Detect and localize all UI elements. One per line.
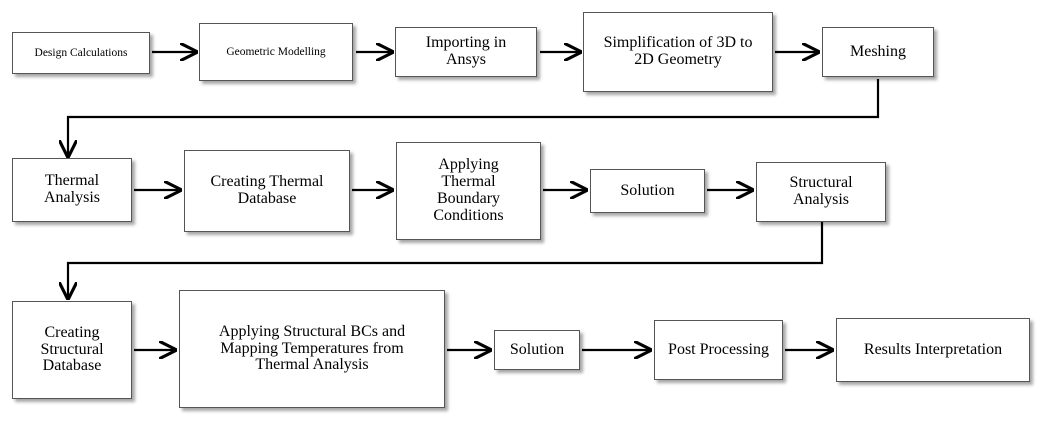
step-creating-structural-database: Creating Structural Database bbox=[12, 301, 132, 399]
arrow-meshing-to-thermal-analysis bbox=[68, 79, 880, 156]
step-solution-structural: Solution bbox=[494, 330, 580, 370]
step-label: Applying Structural BCs and Mapping Temp… bbox=[218, 322, 406, 374]
step-label: Solution bbox=[509, 340, 565, 358]
step-label: Meshing bbox=[850, 42, 906, 60]
step-label: Results Interpretation bbox=[863, 340, 1003, 358]
step-thermal-analysis: Thermal Analysis bbox=[12, 158, 132, 222]
step-geometric-modelling: Geometric Modelling bbox=[199, 23, 353, 81]
step-label: Creating Thermal Database bbox=[210, 173, 324, 207]
step-creating-thermal-database: Creating Thermal Database bbox=[184, 150, 350, 232]
step-applying-thermal-bcs: Applying Thermal Boundary Conditions bbox=[396, 142, 541, 240]
step-label: Importing in Ansys bbox=[425, 34, 507, 68]
step-label: Solution bbox=[620, 181, 675, 199]
step-meshing: Meshing bbox=[822, 27, 934, 77]
arrow-structural-to-creating-structural-db bbox=[68, 222, 824, 298]
step-importing-in-ansys: Importing in Ansys bbox=[395, 27, 537, 77]
step-label: Creating Structural Database bbox=[40, 323, 104, 375]
step-label: Thermal Analysis bbox=[44, 172, 100, 206]
step-design-calculations: Design Calculations bbox=[12, 32, 150, 74]
step-simplification: Simplification of 3D to 2D Geometry bbox=[583, 12, 773, 92]
step-post-processing: Post Processing bbox=[654, 320, 783, 380]
step-structural-analysis: Structural Analysis bbox=[756, 162, 886, 222]
step-label: Simplification of 3D to 2D Geometry bbox=[603, 34, 753, 68]
step-label: Geometric Modelling bbox=[226, 45, 326, 58]
step-applying-structural-bcs: Applying Structural BCs and Mapping Temp… bbox=[179, 290, 445, 408]
step-label: Post Processing bbox=[668, 340, 769, 358]
step-label: Applying Thermal Boundary Conditions bbox=[433, 156, 504, 224]
step-results-interpretation: Results Interpretation bbox=[836, 318, 1030, 382]
step-solution-thermal: Solution bbox=[590, 169, 705, 213]
step-label: Structural Analysis bbox=[789, 174, 853, 208]
step-label: Design Calculations bbox=[34, 46, 128, 59]
